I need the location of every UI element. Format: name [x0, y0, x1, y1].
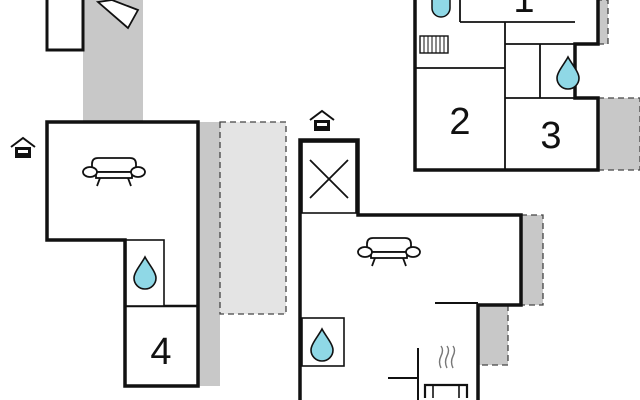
void-box: [301, 141, 357, 214]
outdoor-area-left: [219, 121, 287, 315]
room-number-3: 3: [540, 115, 561, 157]
terrace-right: [597, 97, 640, 171]
house-entrance-icon: [309, 110, 335, 132]
crossed-box-icon: [309, 159, 349, 199]
left-building-walls: [45, 120, 200, 388]
top-left-fragment: [45, 0, 140, 52]
terrace-center-bottom: [477, 304, 509, 366]
water-drop-icon: [431, 0, 451, 18]
radiator-icon: [419, 35, 449, 54]
right-building: 1 2 3: [413, 0, 600, 172]
outdoor-areas: [83, 0, 640, 386]
terrace-center-right: [520, 214, 544, 306]
room-number-2: 2: [449, 101, 470, 143]
stove-icon: [388, 345, 469, 400]
room-number-1: 1: [513, 0, 534, 21]
window-shape: [95, 0, 140, 30]
room-number-4: 4: [150, 331, 171, 373]
house-entrance-icon: [10, 137, 36, 159]
center-building: [298, 138, 523, 400]
terrace-left-strip: [198, 122, 220, 386]
left-building: 4: [45, 120, 200, 388]
